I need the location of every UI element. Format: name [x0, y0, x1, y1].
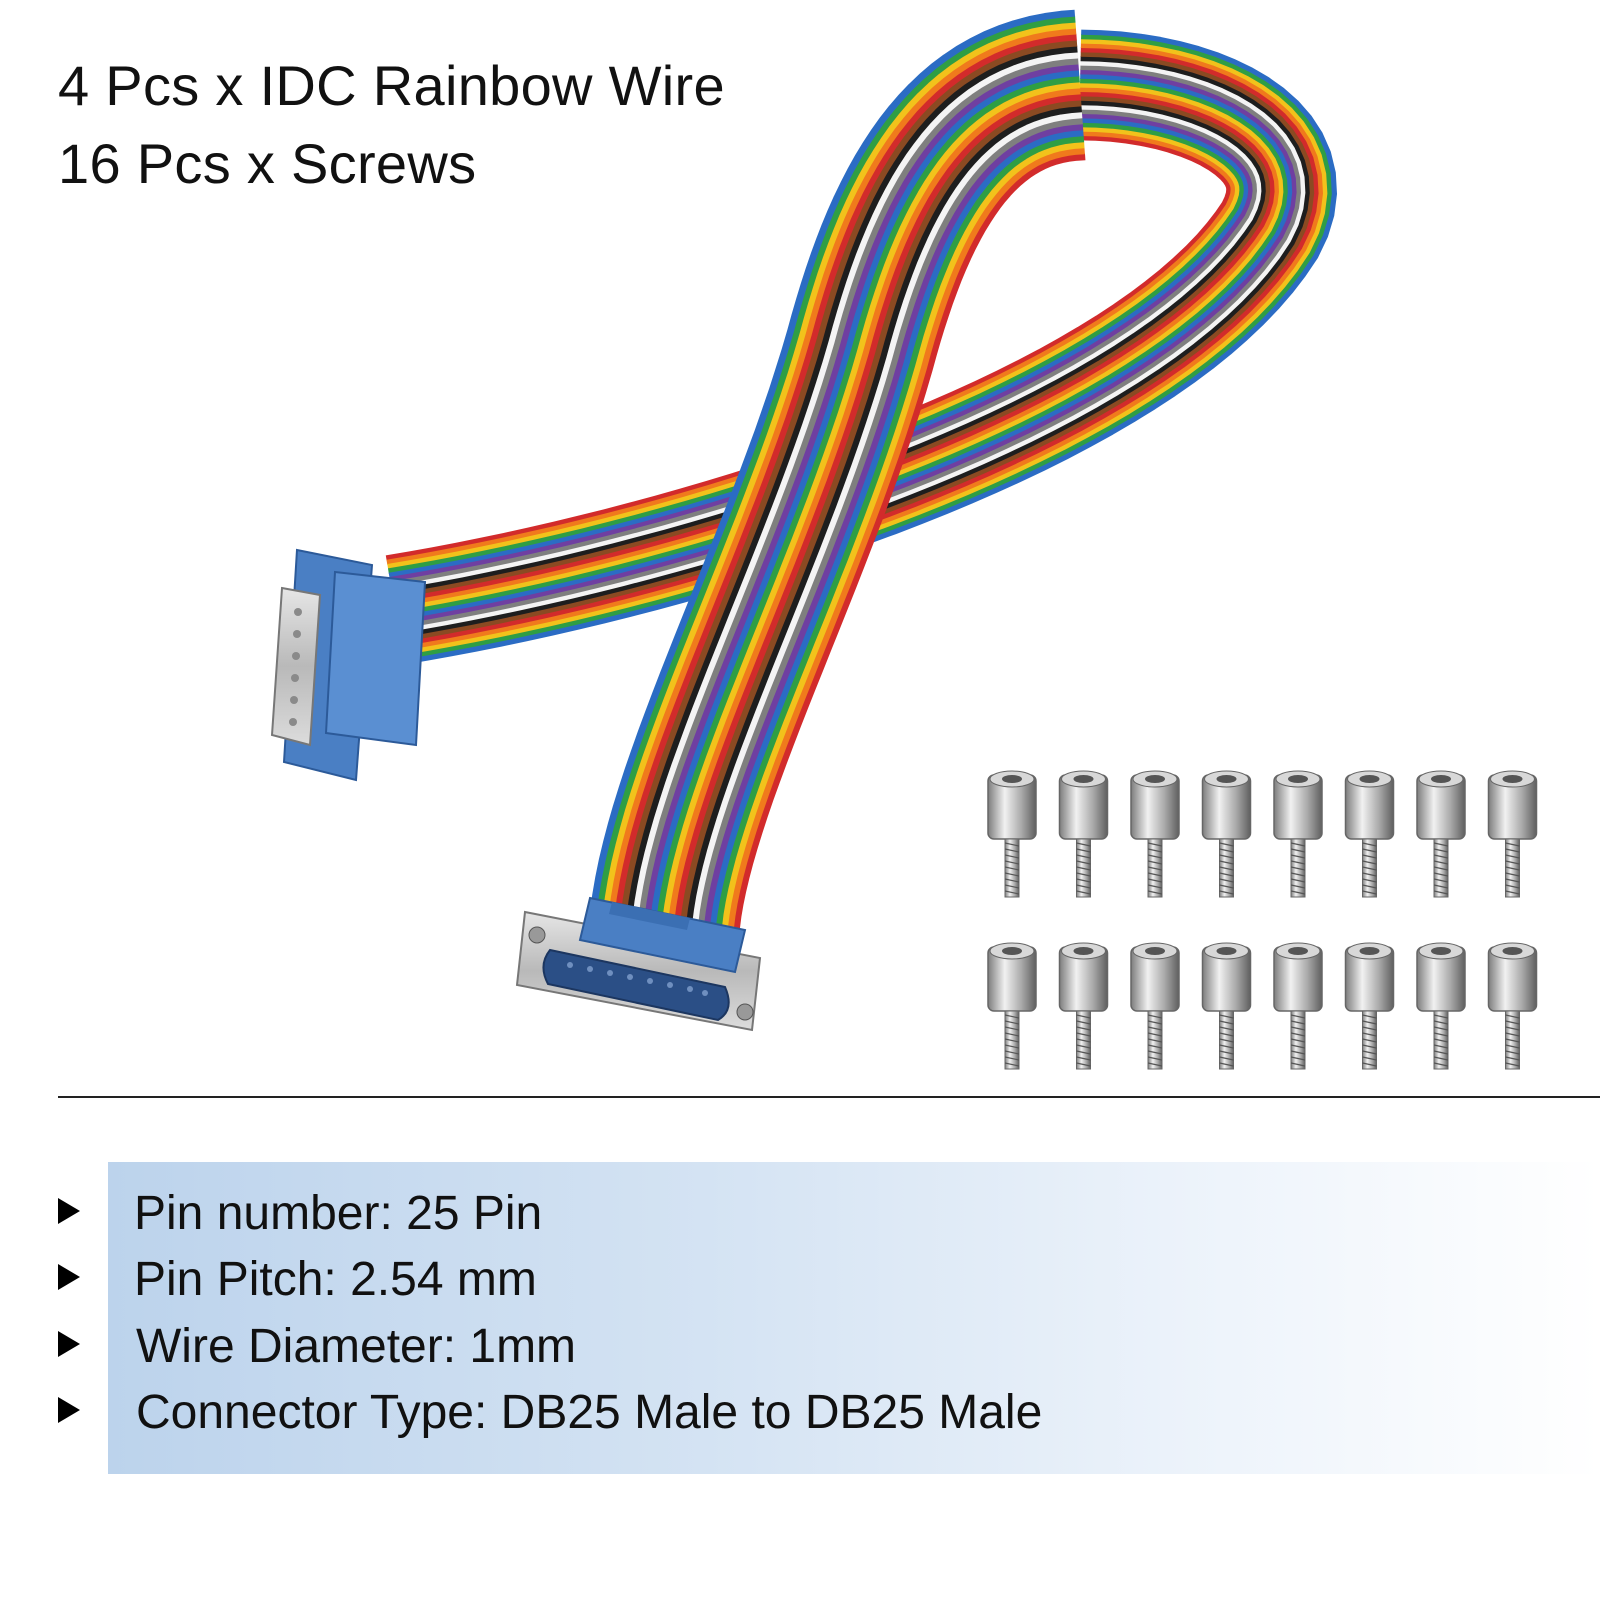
ribbon-wire: [385, 135, 1232, 561]
ribbon-wire: [643, 63, 1079, 919]
ribbon-wire: [673, 93, 1082, 922]
ribbon-wire: [721, 141, 1085, 929]
ribbon-wire: [398, 56, 1311, 639]
ribbon-wire: [691, 111, 1083, 925]
ribbon-wire: [396, 73, 1293, 622]
product-photo: [270, 9, 1538, 1070]
ribbon-wire: [388, 117, 1249, 578]
ribbon-wire: [389, 113, 1254, 583]
ribbon-wire: [394, 82, 1285, 613]
standoff-screw: [987, 942, 1037, 1070]
ribbon-wire: [396, 69, 1298, 626]
standoff-screw: [1273, 770, 1323, 898]
spec-item: Pin Pitch: 2.54 mm: [0, 1250, 1600, 1310]
ribbon-wire: [697, 117, 1083, 926]
connector-pins-bottom: [567, 962, 708, 996]
spec-item: Pin number: 25 Pin: [0, 1184, 1600, 1244]
spec-item: Wire Diameter: 1mm: [0, 1317, 1600, 1377]
title-line-2: 16 Pcs x Screws: [58, 132, 477, 195]
ribbon-wire: [387, 122, 1245, 574]
ribbon-wire: [608, 27, 1077, 914]
ribbon-wire: [397, 64, 1302, 630]
ribbon-wire: [649, 69, 1080, 919]
spec-text: Connector Type: DB25 Male to DB25 Male: [136, 1386, 1043, 1439]
standoff-screw: [1058, 770, 1109, 898]
ribbon-wire: [661, 81, 1081, 921]
ribbon-wire: [619, 39, 1078, 916]
ribbon-wire: [395, 78, 1289, 617]
ribbon-wire: [703, 123, 1084, 926]
ribbon-wire: [596, 15, 1076, 912]
spec-text: Pin number: 25 Pin: [134, 1187, 543, 1240]
standoff-screw: [1058, 942, 1109, 1070]
standoff-screw: [1130, 770, 1180, 898]
standoff-screw: [1487, 942, 1538, 1070]
ribbon-wire: [390, 104, 1263, 591]
standoff-screw: [1201, 942, 1252, 1070]
standoff-screw: [1344, 942, 1395, 1070]
ribbon-wire: [393, 91, 1276, 604]
ribbon-wire: [401, 38, 1329, 656]
standoff-screw: [1201, 770, 1252, 898]
ribbon-wire: [398, 60, 1307, 635]
ribbon-wire: [655, 75, 1080, 920]
standoff-screw: [1416, 942, 1466, 1070]
bullet-triangle-icon: [58, 1331, 80, 1357]
ribbon-wire: [637, 57, 1079, 918]
standoff-screw: [1344, 770, 1395, 898]
ribbon-wire: [399, 51, 1315, 643]
ribbon-wire: [402, 34, 1333, 661]
ribbon-wire: [709, 129, 1084, 927]
standoff-screws: [987, 770, 1538, 1070]
divider-line: [58, 1096, 1600, 1098]
ribbon-wire: [401, 42, 1324, 652]
ribbon-wire: [679, 99, 1082, 923]
ribbon-wire: [727, 147, 1085, 929]
standoff-screw: [1487, 770, 1538, 898]
connector-pins-left: [289, 608, 302, 726]
ribbon-wire: [400, 47, 1320, 648]
ribbon-wire: [715, 135, 1085, 928]
ribbon-wire: [685, 105, 1082, 924]
db25-connector-left: [270, 548, 427, 782]
ribbon-wire: [614, 33, 1077, 915]
ribbon-wire: [392, 95, 1271, 600]
standoff-screw: [1130, 942, 1180, 1070]
bullet-triangle-icon: [58, 1264, 80, 1290]
bullet-triangle-icon: [58, 1198, 80, 1224]
standoff-screw: [987, 770, 1037, 898]
spec-text: Pin Pitch: 2.54 mm: [134, 1253, 537, 1306]
standoff-screw: [1416, 770, 1466, 898]
ribbon-wire: [602, 21, 1076, 913]
bullet-triangle-icon: [58, 1397, 80, 1423]
ribbon-wire: [733, 153, 1086, 930]
ribbon-wire: [386, 130, 1236, 565]
ribbon-wire: [393, 86, 1280, 609]
spec-text: Wire Diameter: 1mm: [136, 1320, 577, 1373]
ribbon-wire: [625, 45, 1078, 916]
ribbon-wire: [390, 108, 1258, 587]
title-line-1: 4 Pcs x IDC Rainbow Wire: [58, 54, 725, 117]
db25-connector-bottom: [515, 896, 762, 1032]
ribbon-wire: [391, 100, 1267, 596]
ribbon-cable-vertical-strand: [590, 9, 1086, 930]
ribbon-wire: [590, 9, 1076, 912]
ribbon-wire: [631, 51, 1079, 917]
spec-item: Connector Type: DB25 Male to DB25 Male: [0, 1383, 1600, 1443]
ribbon-wire: [387, 126, 1241, 570]
ribbon-wire: [403, 29, 1337, 665]
standoff-screw: [1273, 942, 1323, 1070]
ribbon-wire: [667, 87, 1081, 922]
ribbon-cable-horizontal-strand: [385, 29, 1337, 665]
spec-panel: [108, 1162, 1600, 1474]
